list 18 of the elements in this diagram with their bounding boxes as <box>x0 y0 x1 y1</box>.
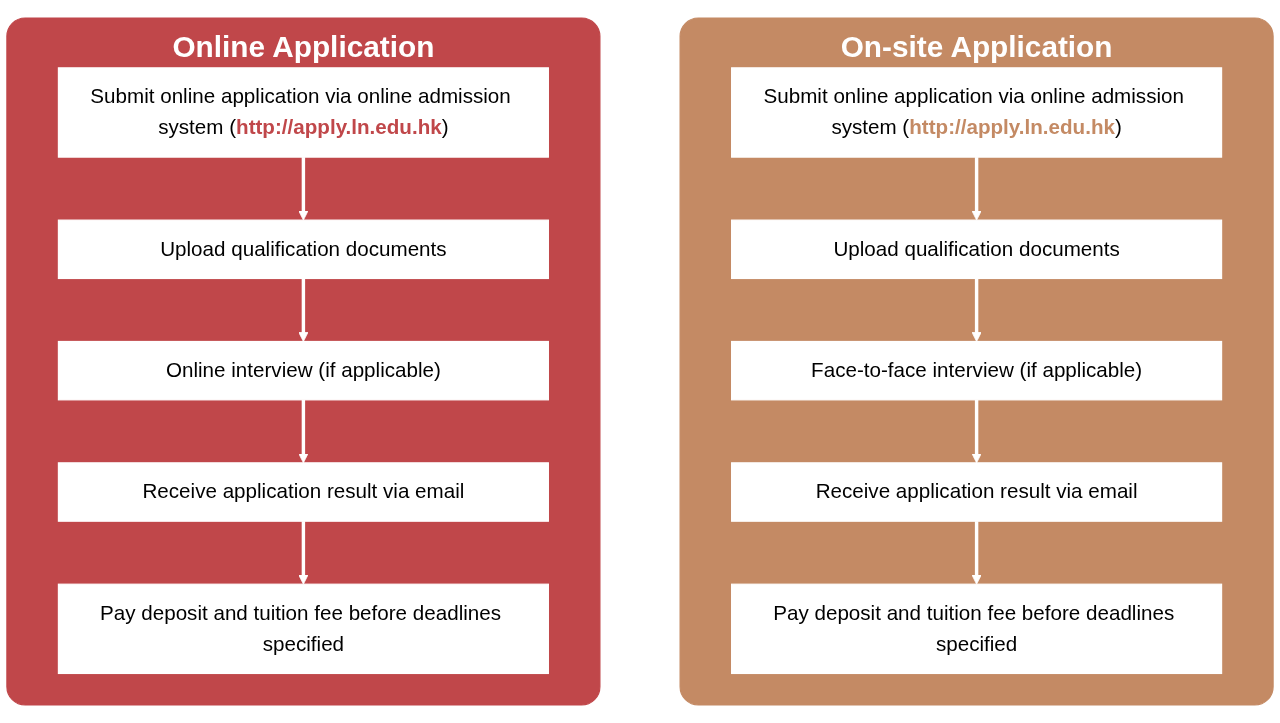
arrow <box>298 399 309 464</box>
node-box: Submit online application via online admission system (http://apply.ln.edu.hk) <box>731 67 1223 158</box>
node-box: Submit online application via online admission system (http://apply.ln.edu.hk) <box>57 67 549 158</box>
node-box: Face-to-face interview (if applicable) <box>731 340 1223 401</box>
arrow <box>971 278 982 342</box>
arrow <box>298 278 309 342</box>
node-box: Upload qualification documents <box>57 219 549 280</box>
arrow <box>298 521 309 585</box>
node-box: Receive application result via email <box>57 462 549 522</box>
arrow <box>971 399 982 464</box>
node-box: Online interview (if applicable) <box>57 340 549 401</box>
node-box: Pay deposit and tuition fee before deadlines specified <box>731 583 1223 675</box>
node-box: Receive application result via email <box>731 462 1223 522</box>
arrow <box>971 521 982 585</box>
node-box: Upload qualification documents <box>731 219 1223 280</box>
node-box: Pay deposit and tuition fee before deadlines specified <box>57 583 549 675</box>
arrow <box>298 157 309 221</box>
arrow <box>971 157 982 221</box>
